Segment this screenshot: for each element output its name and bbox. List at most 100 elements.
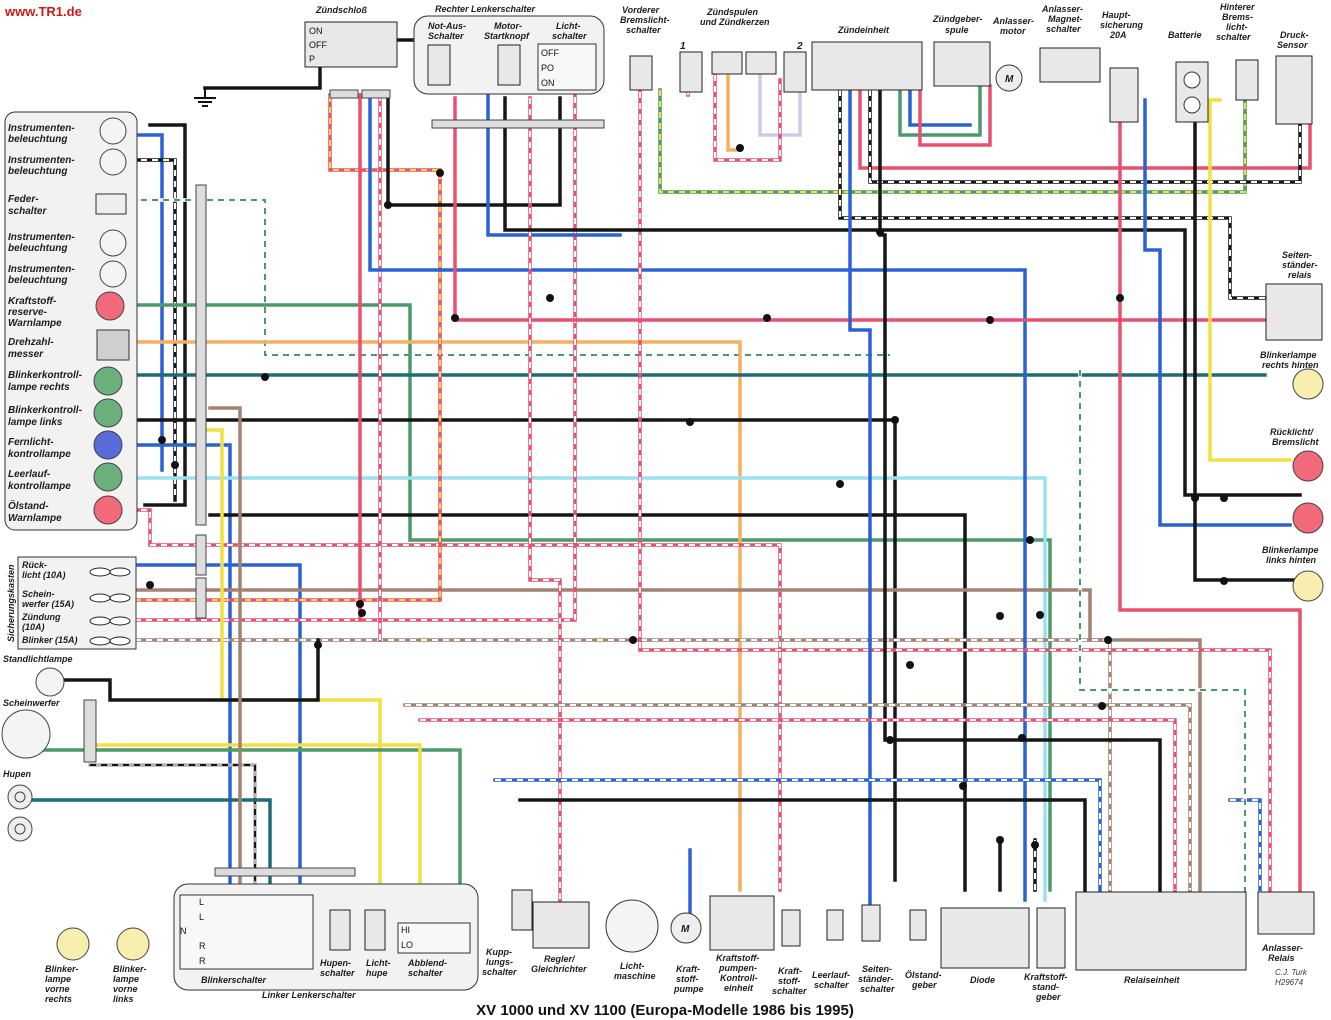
pickup-coil-label-b: spule xyxy=(945,25,969,35)
diode-icon xyxy=(940,907,1030,969)
oil-level-label-b: Warnlampe xyxy=(8,513,62,524)
rear-brake-switch-icon xyxy=(1235,59,1259,101)
wire xyxy=(405,704,1191,890)
wire xyxy=(518,798,1087,892)
fuse-4-label: Blinker (15A) xyxy=(22,635,78,645)
junction-dot xyxy=(629,636,637,644)
junction-dot xyxy=(986,316,994,324)
front-left-indicator-bulb-icon xyxy=(116,927,150,961)
wire xyxy=(208,406,242,902)
junction-dot xyxy=(736,144,744,152)
regulator-label: Regler/ xyxy=(544,954,576,964)
horns-label: Hupen xyxy=(3,769,32,779)
wire xyxy=(528,96,562,907)
rear-brake-switch-label-c: licht- xyxy=(1226,22,1248,32)
left-switch-connector xyxy=(214,867,356,877)
indicator-right-label: Blinkerkontroll- xyxy=(8,370,83,381)
wire xyxy=(495,779,1101,890)
wire xyxy=(418,718,1177,892)
fuel-pump-control-label-b: pumpen- xyxy=(718,963,757,973)
fuel-pump-control-label-c: Kontroll- xyxy=(720,973,758,983)
wire xyxy=(88,743,422,902)
sidestand-relay-label: Seiten- xyxy=(1282,250,1312,260)
pressure-sensor-icon xyxy=(1275,55,1313,125)
regulator-label-b: Gleichrichter xyxy=(531,964,587,974)
junction-dot xyxy=(436,169,444,177)
ignition-coils-label-b: und Zündkerzen xyxy=(700,17,770,27)
wire xyxy=(386,96,562,207)
wire xyxy=(1078,368,1247,894)
front-brake-switch-label: Vorderer xyxy=(622,5,660,15)
flasher-button-label-b: hupe xyxy=(366,968,388,978)
rear-right-indicator-label: Blinkerlampe xyxy=(1260,350,1317,360)
front-brake-switch-label-b: Bremslicht- xyxy=(620,15,670,25)
junction-dot xyxy=(1191,494,1199,502)
dimmer-hi-label: HI xyxy=(401,925,410,935)
indicator-lamp-icon xyxy=(93,398,123,428)
wire xyxy=(1193,118,1297,582)
wire xyxy=(198,428,382,902)
kill-switch-label-b: Schalter xyxy=(428,31,464,41)
pressure-sensor-label-b: Sensor xyxy=(1277,40,1308,50)
front-right-indicator-label: Blinker- xyxy=(45,964,79,974)
dimmer-lo-label: LO xyxy=(401,940,413,950)
neutral-lamp-icon xyxy=(93,462,123,492)
sidestand-relay-icon xyxy=(1265,283,1323,341)
wire xyxy=(1208,98,1292,462)
headlight-bulb-icon xyxy=(1,709,51,759)
rear-brake-switch-label-d: schalter xyxy=(1216,32,1251,42)
fuse-icon xyxy=(89,567,131,577)
oil-level-sensor-icon xyxy=(909,909,927,941)
wire-layer xyxy=(28,38,1312,914)
dimmer-switch-icon xyxy=(397,922,471,954)
wire xyxy=(128,133,164,472)
indicator-lamp-icon xyxy=(93,366,123,396)
start-button-label-b: Startknopf xyxy=(484,31,530,41)
parking-light-bulb-icon xyxy=(35,667,65,697)
fuel-level-sender-label: Kraftstoff- xyxy=(1024,972,1067,982)
instr-light-4-label-b: beleuchtung xyxy=(8,275,67,286)
fuse-icon xyxy=(89,593,131,603)
tail-light-label-b: Bremslicht xyxy=(1272,437,1320,447)
starter-relay-label-b: Relais xyxy=(1268,953,1295,963)
battery-minus-icon xyxy=(1183,96,1201,114)
wire xyxy=(368,96,1027,902)
alternator-label: Licht- xyxy=(620,961,645,971)
light-on-label: ON xyxy=(541,78,555,88)
horn-icon-inner xyxy=(14,823,26,835)
instrument-cluster: Instrumenten- beleuchtung Instrumenten- … xyxy=(4,111,207,619)
main-fuse-label: Haupt- xyxy=(1102,10,1131,20)
front-left-indicator-label-c: vorne xyxy=(113,984,138,994)
junction-dot xyxy=(1018,734,1026,742)
pickup-coil-label: Zündgeber- xyxy=(932,14,983,24)
starter-motor-icon xyxy=(995,64,1023,92)
starter-solenoid-label-c: schalter xyxy=(1046,24,1081,34)
relay-unit-icon xyxy=(1075,891,1247,971)
fuel-pump-symbol: M xyxy=(681,924,690,935)
horn-icon xyxy=(7,816,33,842)
fuse-symbols xyxy=(89,567,131,646)
brake-light-bulb-icon xyxy=(1292,502,1324,534)
wire xyxy=(714,75,781,161)
wire xyxy=(878,88,887,742)
spring-switch-label-b: schalter xyxy=(8,206,47,217)
instr-light-2-label-b: beleuchtung xyxy=(8,166,67,177)
fuel-switch-label: Kraft- xyxy=(778,966,802,976)
indicator-left-label-b: lampe links xyxy=(8,417,63,428)
ignition-coils-label: Zündspulen xyxy=(706,7,758,17)
high-beam-label-b: kontrollampe xyxy=(8,449,71,460)
turn-l1-label: L xyxy=(199,897,204,907)
spark-plug-2-icon xyxy=(783,51,807,93)
wire xyxy=(90,764,256,900)
wire xyxy=(130,159,176,500)
wire xyxy=(130,509,781,890)
junction-dot xyxy=(314,641,322,649)
bulb-icon xyxy=(99,148,127,176)
wire xyxy=(529,98,561,905)
junction-dot xyxy=(158,436,166,444)
wire xyxy=(639,92,1271,892)
wire xyxy=(128,476,1047,902)
turn-n-label: N xyxy=(180,926,187,936)
ignition-switch-label: Zündschloß xyxy=(315,5,367,15)
flasher-button-icon xyxy=(364,909,386,951)
